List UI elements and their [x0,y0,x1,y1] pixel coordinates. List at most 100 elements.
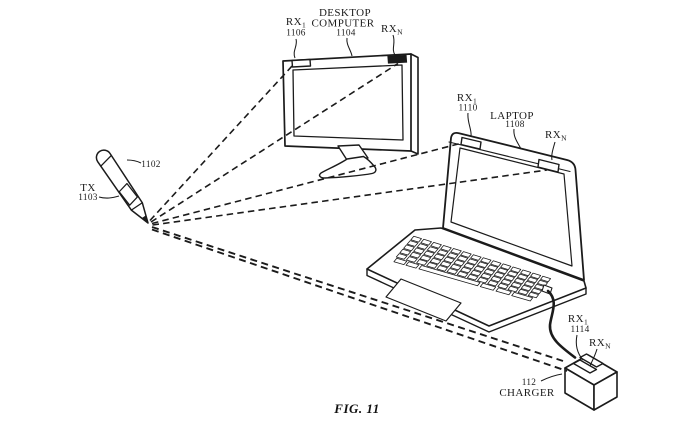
keyboard-key [490,275,502,283]
keyboard-key [419,254,432,262]
keyboard-key [527,291,539,299]
keyboard-key [405,256,418,263]
keyboard-key [395,253,408,260]
tx-transmitter [118,182,139,206]
beam-to-charger-rx1 [151,226,564,362]
keyboard-key [450,263,462,271]
keyboard-key [496,267,509,275]
label-ref-1102: 1102 [141,160,161,170]
keyboard-key [446,268,459,275]
keyboard-key [456,270,469,278]
charger-cable [546,289,577,359]
keyboard-key [446,252,459,259]
keyboard-key [477,276,489,284]
monitor-screen [292,64,404,141]
keyboard-key [506,270,519,278]
label-ref-1114: 1114 [570,325,589,335]
keyboard-key [480,272,492,280]
keyboard-key [443,256,455,264]
keyboard-key [433,253,445,261]
label-rx1-charger: RX1 [568,313,588,327]
keyboard-key [470,269,482,277]
leader-charger [540,373,563,382]
leader-lines [98,34,598,382]
keyboard-key [487,279,499,287]
label-laptop: LAPTOP [490,110,534,122]
keyboard-key [420,238,432,246]
keyboard-key [510,281,522,289]
laptop-base-thickness [366,268,587,333]
keyboard-key [418,265,481,287]
stylus-cap-line [100,154,113,167]
keyboard-key [486,264,499,272]
keyboard-key [507,285,519,293]
leader-rx1-desktop [293,38,297,59]
label-rxn-desktop: RXN [381,23,403,37]
label-ref-1110: 1110 [458,104,477,114]
keyboard-key [413,247,425,255]
keyboard-key [440,245,452,252]
monitor-rxn-receiver [387,54,408,64]
leader-tx [98,195,120,199]
keyboard-key [500,263,512,271]
leader-rxn-desktop [392,34,396,56]
label-rx1-desktop: RX1 [286,16,306,30]
keyboard-key [460,251,472,258]
keyboard-key [495,287,512,296]
laptop-keyboard-keys [393,235,551,302]
charger-side-face [593,371,618,411]
keyboard-key [470,254,482,261]
keyboard-key [439,260,452,268]
keyboard-key [423,250,435,258]
keyboard-key [520,269,532,277]
keyboard-key [436,249,449,256]
signal-beams [149,62,568,372]
label-charger: CHARGER [499,387,555,399]
laptop-trackpad [385,278,462,322]
keyboard-key [497,282,509,290]
keyboard-key [406,240,419,247]
keyboard-key [483,268,495,276]
keyboard-key [405,261,420,269]
figure-caption: FIG. 11 [333,401,379,416]
beam-to-laptop-rx1 [151,142,461,225]
label-desktop-line1: DESKTOP [319,7,371,19]
keyboard-key [511,291,534,302]
laptop [366,131,587,333]
monitor-side-face [410,53,419,155]
labels: RX1 1106 DESKTOP COMPUTER 1104 RXN RX1 1… [78,7,610,416]
stylus-body [95,149,149,224]
desktop-monitor [282,53,419,179]
charger-rxn-receiver [572,359,598,374]
keyboard-key [429,257,442,265]
keyboard-key [426,246,439,253]
monitor-stand-foot [318,155,377,179]
keyboard-key [466,258,479,266]
keyboard-key [540,275,551,283]
label-desktop-line2: COMPUTER [311,18,374,30]
keyboard-key [500,278,512,286]
keyboard-key [480,257,492,264]
keyboard-key [493,271,505,279]
keyboard-key [430,241,442,249]
keyboard-key [403,244,415,252]
keyboard-key [450,248,462,255]
keyboard-key [399,248,412,256]
leader-rx1-laptop [467,112,472,137]
label-tx: TX [80,182,95,194]
label-rxn-laptop: RXN [545,129,567,143]
laptop-rx1-receiver [460,136,482,150]
label-ref-1103: 1103 [78,193,98,203]
laptop-display [450,147,573,267]
keyboard-key [416,243,429,250]
keyboard-key [490,260,502,267]
keyboard-key [530,272,542,280]
keyboard-key [426,262,438,269]
keyboard-key [460,266,472,274]
beam-to-charger-rxn [151,228,568,372]
keyboard-key [513,277,525,285]
leader-stylus [126,159,142,164]
keyboard-key [527,276,538,284]
